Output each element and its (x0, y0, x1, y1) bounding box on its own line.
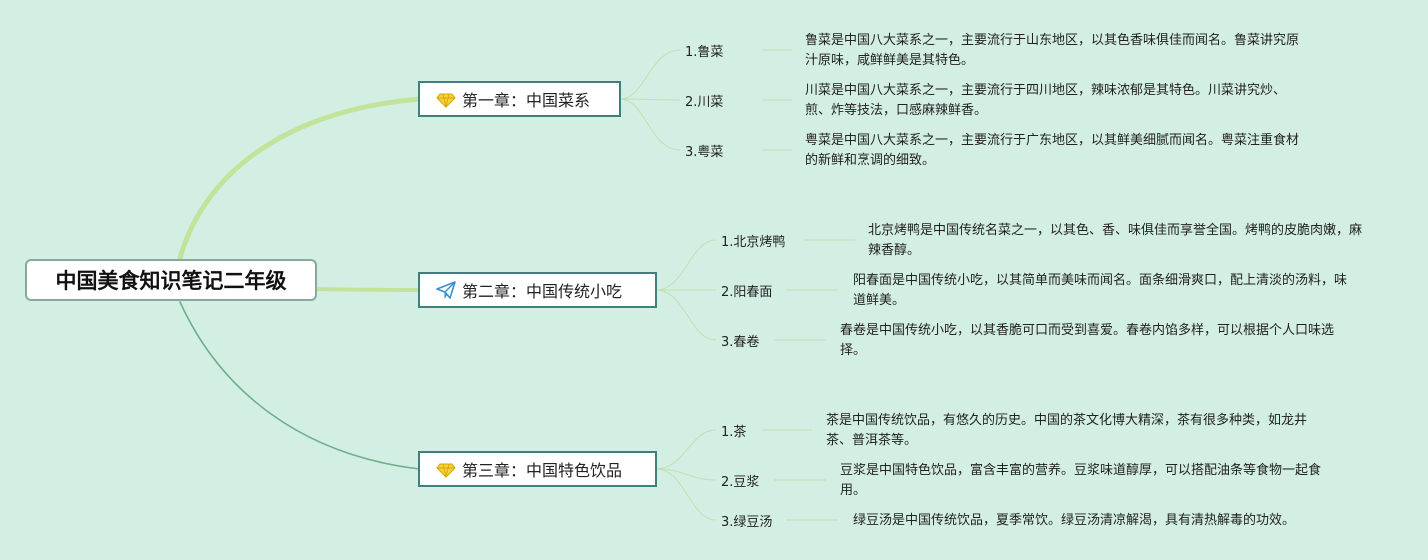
chapter-1-item-1-desc[interactable]: 鲁菜是中国八大菜系之一，主要流行于山东地区，以其色香味俱佳而闻名。鲁菜讲究原汁原… (805, 33, 1300, 68)
chapter-3-item-3[interactable]: 3.绿豆汤 (721, 515, 773, 530)
chapter-1-item-1[interactable]: 1.鲁菜 (685, 45, 724, 60)
chapter-3-item-1[interactable]: 1.茶 (721, 425, 747, 440)
gem-icon (436, 459, 456, 479)
branch-chapter-1 (177, 96, 423, 261)
chapter-3-sub-links (655, 429, 838, 521)
chapter-2-item-3[interactable]: 3.春卷 (721, 335, 760, 350)
chapter-2-item-2-desc[interactable]: 阳春面是中国传统小吃，以其简单而美味而闻名。面条细滑爽口，配上清淡的汤料，味道鲜… (853, 273, 1348, 308)
gem-icon (436, 89, 456, 109)
root-title: 中国美食知识笔记二年级 (55, 269, 287, 293)
chapter-3-item-2[interactable]: 2.豆浆 (721, 475, 760, 490)
chapter-3-item-2-desc[interactable]: 豆浆是中国特色饮品，富含丰富的营养。豆浆味道醇厚，可以搭配油条等食物一起食用。 (840, 463, 1322, 498)
chapter-2-item-2[interactable]: 2.阳春面 (721, 285, 773, 300)
chapter-1-item-3-desc[interactable]: 粤菜是中国八大菜系之一，主要流行于广东地区，以其鲜美细腻而闻名。粤菜注重食材的新… (805, 133, 1300, 168)
chapter-3-item-3-desc[interactable]: 绿豆汤是中国传统饮品，夏季常饮。绿豆汤清凉解渴，具有清热解毒的功效。 (853, 513, 1296, 528)
chapter-2-title: 第二章：中国传统小吃 (462, 282, 623, 301)
chapter-2-sub-links (655, 239, 855, 341)
chapter-1-sub-links (619, 49, 792, 151)
chapter-3-title: 第三章：中国特色饮品 (462, 461, 623, 480)
chapter-2-item-1[interactable]: 1.北京烤鸭 (721, 235, 786, 250)
chapter-1-item-2[interactable]: 2.川菜 (685, 95, 724, 110)
paper-plane-icon (436, 280, 456, 300)
chapter-2-item-3-desc[interactable]: 春卷是中国传统小吃，以其香脆可口而受到喜爱。春卷内馅多样，可以根据个人口味选择。 (840, 323, 1335, 358)
chapter-3-topic[interactable]: 第三章：中国特色饮品 (418, 451, 657, 487)
branch-chapter-2 (315, 287, 422, 292)
branch-chapter-3 (179, 301, 421, 470)
chapter-3-item-1-desc[interactable]: 茶是中国传统饮品，有悠久的历史。中国的茶文化博大精深，茶有很多种类，如龙井茶、普… (826, 413, 1308, 448)
chapter-1-title: 第一章：中国菜系 (462, 91, 591, 110)
chapter-1-item-3[interactable]: 3.粤菜 (685, 145, 724, 160)
chapter-2-topic[interactable]: 第二章：中国传统小吃 (418, 272, 657, 308)
chapter-2-item-1-desc[interactable]: 北京烤鸭是中国传统名菜之一，以其色、香、味俱佳而享誉全国。烤鸭的皮脆肉嫩，麻辣香… (868, 223, 1363, 258)
chapter-1-topic[interactable]: 第一章：中国菜系 (418, 81, 621, 117)
chapter-1-item-2-desc[interactable]: 川菜是中国八大菜系之一，主要流行于四川地区，辣味浓郁是其特色。川菜讲究炒、煎、炸… (805, 83, 1287, 118)
root-topic[interactable]: 中国美食知识笔记二年级 (25, 259, 317, 301)
